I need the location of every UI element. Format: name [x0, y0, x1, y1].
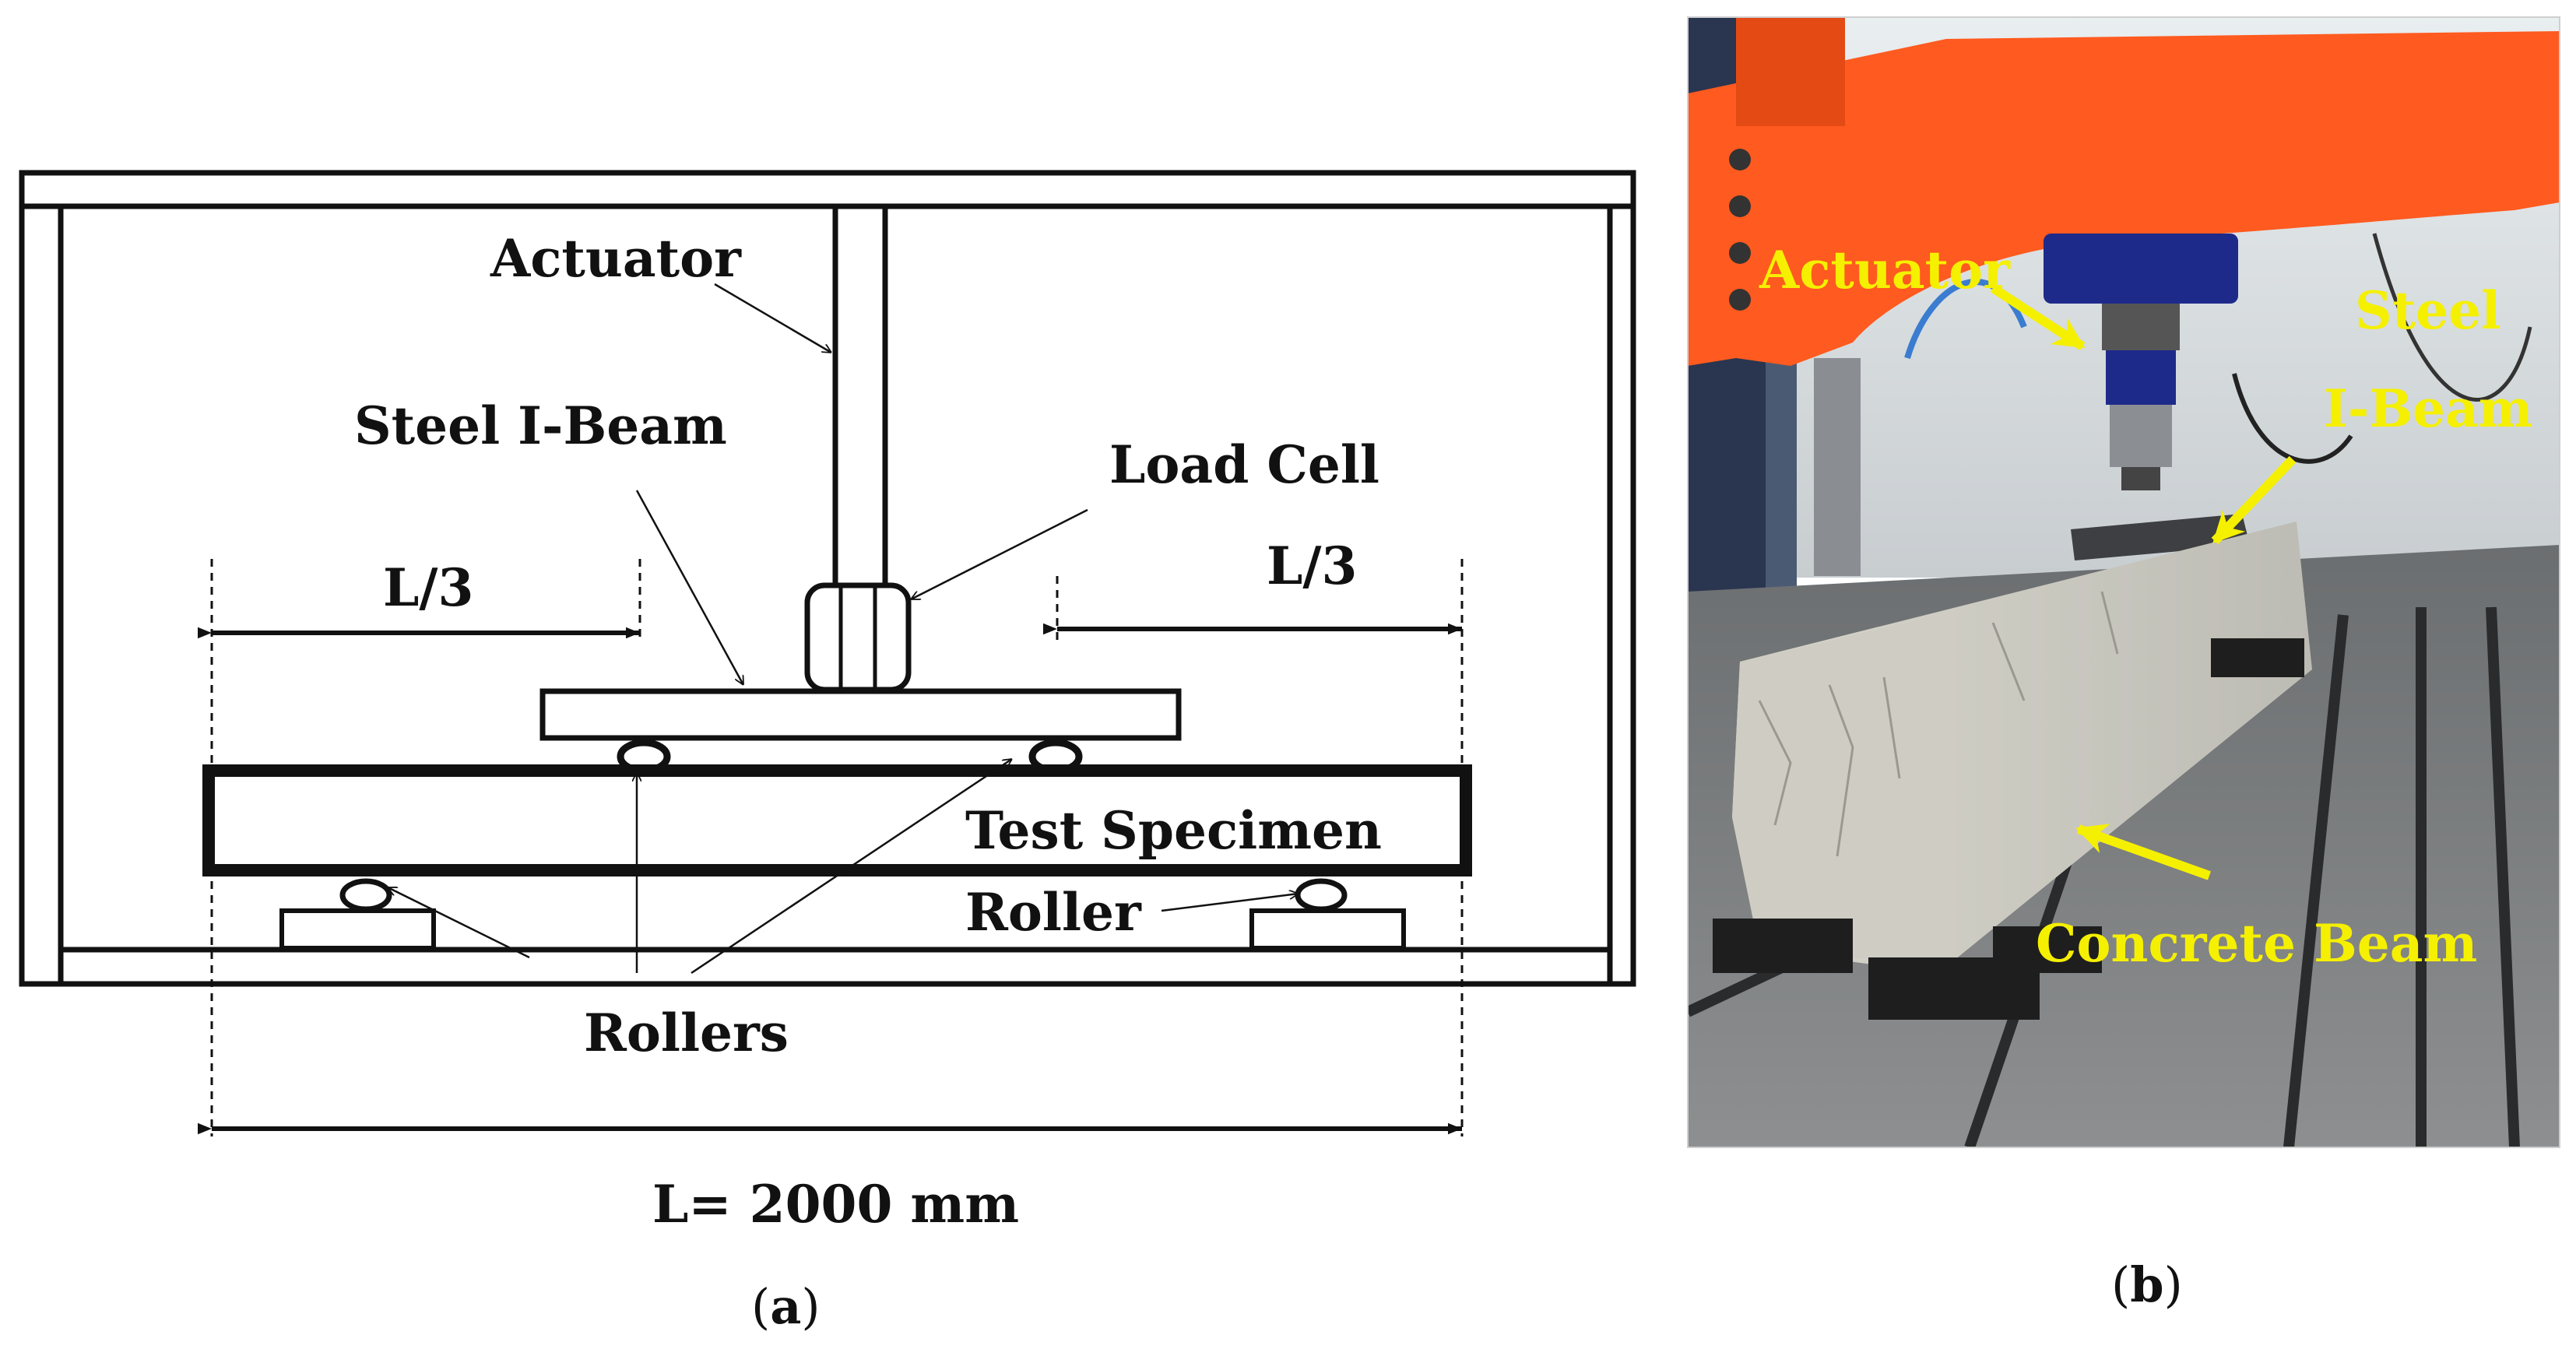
- caption-a: (a): [751, 1278, 821, 1335]
- label-test-specimen: Test Specimen: [965, 800, 1382, 861]
- label-load-cell: Load Cell: [1109, 434, 1379, 495]
- photo-label-steel: Steel: [2355, 280, 2500, 341]
- load-cell: [804, 582, 912, 693]
- bottom-roller-right: [1295, 878, 1348, 912]
- label-actuator: Actuator: [490, 228, 742, 289]
- test-specimen: [202, 764, 1472, 876]
- label-l3-left: L/3: [383, 557, 473, 618]
- dimension-arrows: [198, 623, 1462, 1135]
- panel-b-photo: Actuator Steel I-Beam Concrete Beam (b): [1687, 16, 2560, 1313]
- support-block-left: [279, 908, 436, 950]
- caption-b: (b): [2111, 1256, 2183, 1313]
- steel-i-beam: [539, 688, 1182, 741]
- photo-annotation-arrows: [1990, 283, 2297, 880]
- leader-lines: [388, 283, 1299, 975]
- actuator-head: [2044, 234, 2238, 304]
- photo-label-actuator: Actuator: [1759, 240, 2011, 300]
- label-steel-i-beam: Steel I-Beam: [354, 395, 727, 456]
- label-l3-right: L/3: [1267, 536, 1357, 596]
- bottom-roller-left: [339, 878, 392, 912]
- machine-frame: [1688, 31, 2560, 366]
- photo-label-i-beam: I-Beam: [2324, 378, 2533, 439]
- label-roller: Roller: [965, 882, 1142, 943]
- panel-a-schematic: Actuator Steel I-Beam Load Cell L/3 L/3 …: [19, 170, 1636, 1335]
- support-block-right: [1249, 908, 1406, 950]
- actuator-rod: [832, 206, 888, 585]
- photo-label-concrete-beam: Concrete Beam: [2036, 913, 2477, 974]
- label-span: L= 2000 mm: [652, 1174, 1019, 1235]
- label-rollers: Rollers: [584, 1003, 789, 1063]
